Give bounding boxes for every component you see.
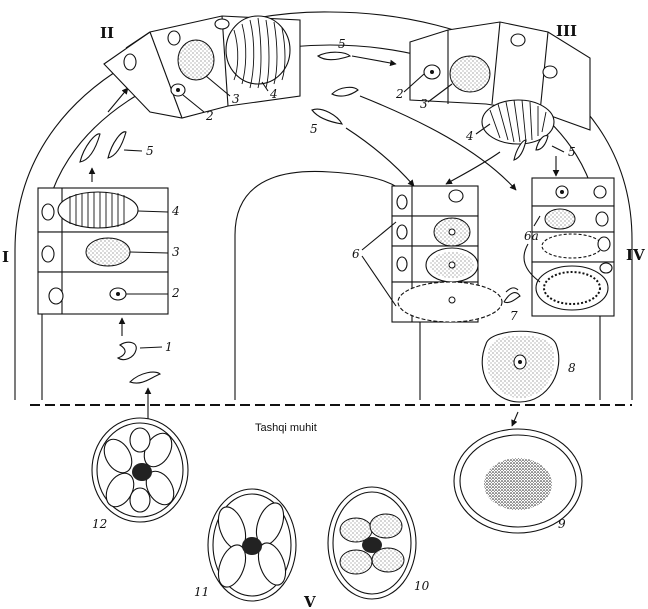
label-3-left: 3 xyxy=(172,245,180,259)
oocyst-11 xyxy=(208,489,296,601)
label-6: 6 xyxy=(352,247,360,261)
label-5-right: 5 xyxy=(568,145,576,159)
label-7: 7 xyxy=(510,309,518,323)
label-2-right: 2 xyxy=(395,87,404,101)
sporozoite-1 xyxy=(118,342,160,383)
label-1: 1 xyxy=(165,340,173,354)
oocyst-12 xyxy=(92,418,188,522)
label-10: 10 xyxy=(414,579,430,593)
stage-label-II: II xyxy=(100,24,114,42)
stage-IV-epithelium xyxy=(532,178,614,316)
label-11: 11 xyxy=(194,585,209,599)
label-5-mid: 5 xyxy=(310,122,318,136)
stage-label-V: V xyxy=(303,593,316,609)
label-4-right: 4 xyxy=(465,129,474,143)
macrogamete-epithelium xyxy=(392,186,502,322)
microgamete-7 xyxy=(504,288,520,303)
stage-label-I: I xyxy=(2,248,9,266)
label-6a: 6a xyxy=(524,229,539,243)
stage-label-III: III xyxy=(556,22,577,40)
merozoites-middle xyxy=(312,52,358,124)
label-9: 9 xyxy=(558,517,566,531)
label-2-top: 2 xyxy=(205,109,214,123)
label-5-left: 5 xyxy=(146,144,154,158)
stage-II-epithelium xyxy=(104,16,300,118)
stage-III-epithelium xyxy=(410,22,590,160)
label-5-top: 5 xyxy=(338,37,346,51)
label-2-left: 2 xyxy=(171,286,180,300)
stage-I-epithelium xyxy=(38,188,168,314)
label-4-left: 4 xyxy=(171,204,180,218)
environment-label: Tashqi muhit xyxy=(255,422,317,434)
label-3-top: 3 xyxy=(232,92,240,106)
oocyst-10 xyxy=(328,487,416,599)
label-8: 8 xyxy=(568,361,576,375)
label-12: 12 xyxy=(92,517,107,531)
label-3-right: 3 xyxy=(420,97,428,111)
label-4-top: 4 xyxy=(269,87,278,101)
zygote-8 xyxy=(482,331,559,402)
stage-label-IV: IV xyxy=(626,246,645,264)
